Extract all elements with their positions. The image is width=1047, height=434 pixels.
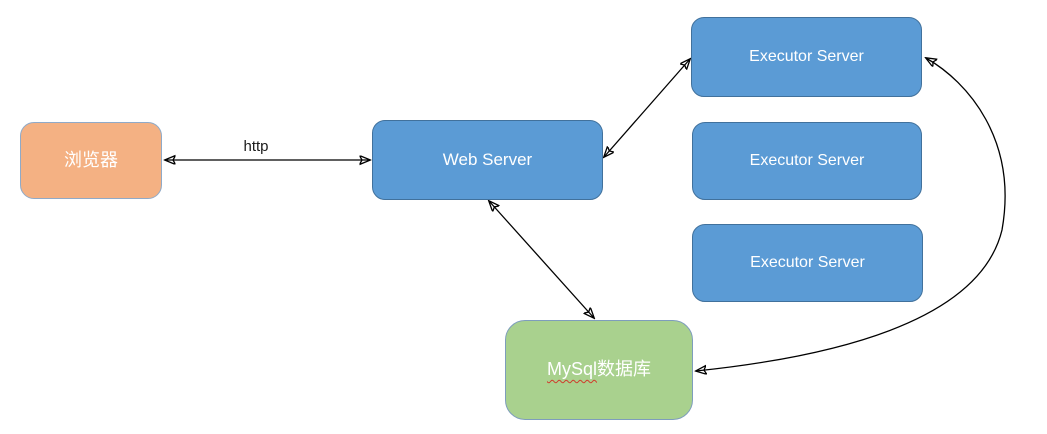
executor-server-node-1: Executor Server (691, 17, 922, 97)
web-server-node: Web Server (372, 120, 603, 200)
edge-webserver-mysql (489, 201, 594, 318)
http-edge-label: http (243, 138, 269, 155)
executor-server-node-1-label: Executor Server (749, 48, 864, 66)
browser-node: 浏览器 (20, 122, 162, 199)
mysql-label-english-part: MySql (546, 359, 597, 380)
browser-node-label: 浏览器 (64, 149, 118, 170)
mysql-database-node: MySql数据库 (505, 320, 693, 420)
executor-server-node-2: Executor Server (692, 122, 922, 200)
executor-server-node-3-label: Executor Server (750, 254, 865, 272)
edge-mysql-executor1-curved (696, 58, 1006, 371)
web-server-node-label: Web Server (442, 149, 533, 169)
mysql-label-chinese-part: 数据库 (597, 359, 651, 380)
mysql-database-node-label: MySql数据库 (547, 359, 651, 381)
edge-webserver-executor1 (604, 59, 690, 157)
executor-server-node-2-label: Executor Server (749, 152, 865, 170)
executor-server-node-3: Executor Server (692, 224, 923, 302)
